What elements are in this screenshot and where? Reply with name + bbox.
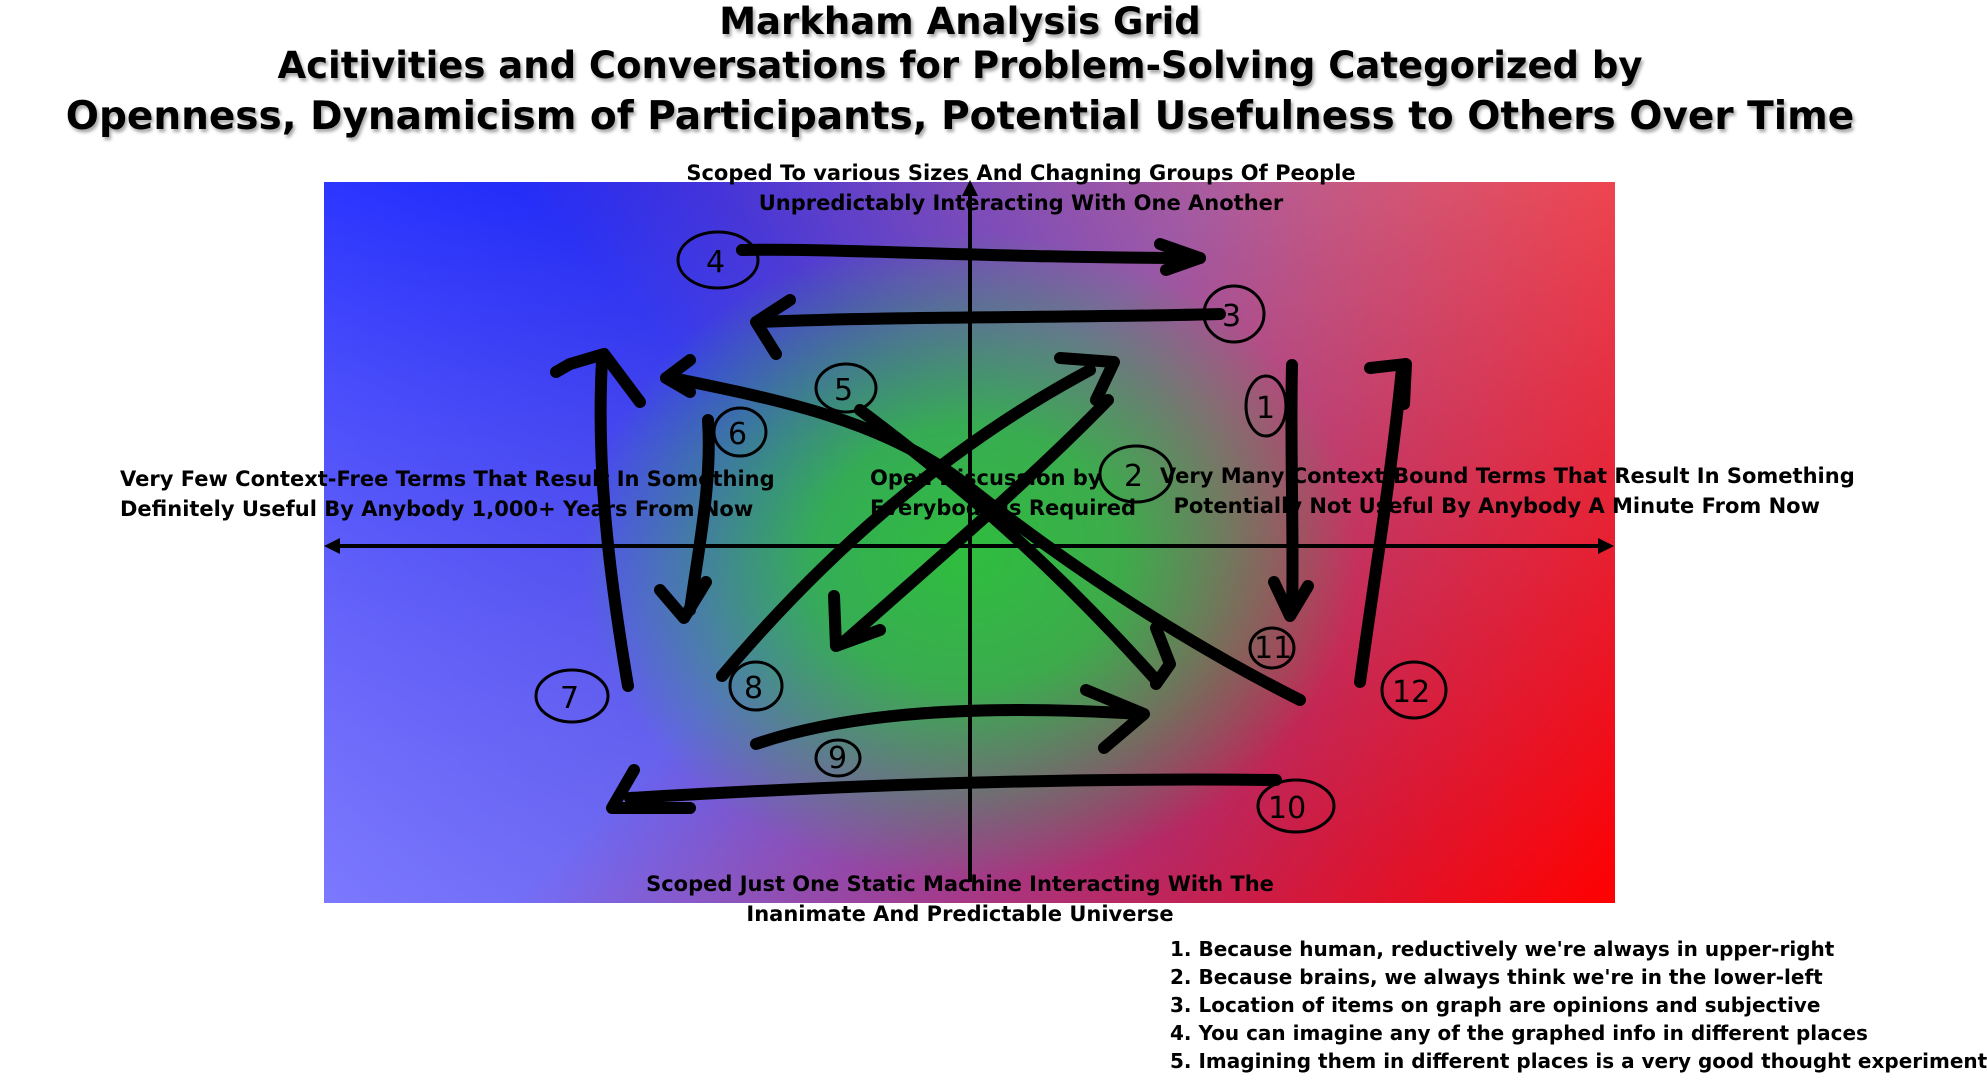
marker-6: 6	[712, 406, 768, 458]
top-axis-label: Scoped To various Sizes And Chagning Gro…	[686, 161, 1356, 215]
arrow-3	[754, 308, 1226, 328]
svg-text:7: 7	[560, 681, 579, 716]
arrow-5-head	[660, 354, 696, 398]
right-axis-label: Very Many Context-Bound Terms That Resul…	[1160, 464, 1855, 518]
note-item: 5. Imagining them in different places is…	[1170, 1049, 1987, 1073]
marker-12: 12	[1380, 660, 1448, 720]
arrow-4-head	[1154, 238, 1206, 276]
arrow-2-head	[828, 590, 886, 652]
arrow-4	[736, 243, 1206, 264]
arrow-10-head	[606, 764, 696, 814]
arrow-8	[716, 364, 1096, 682]
svg-text:9: 9	[828, 741, 847, 776]
marker-9: 9	[814, 738, 862, 778]
marker-7: 7	[534, 668, 610, 724]
arrow-6	[684, 414, 715, 616]
vertical-axis-top-arrowhead	[962, 180, 978, 196]
title-line-2: Acitivities and Conversations for Proble…	[277, 44, 1643, 87]
arrow-1	[1285, 359, 1299, 616]
svg-text:2: 2	[1124, 459, 1143, 494]
arrow-9	[750, 703, 1146, 750]
arrow-12	[1354, 362, 1408, 688]
svg-text:8: 8	[744, 671, 763, 706]
arrow-3-head	[750, 294, 796, 360]
note-item: 4. You can imagine any of the graphed in…	[1170, 1021, 1868, 1045]
svg-text:12: 12	[1392, 675, 1430, 710]
marker-4: 4	[676, 230, 760, 290]
arrow-2	[840, 394, 1114, 646]
note-item: 1. Because human, reductively we're alwa…	[1170, 937, 1835, 961]
title-line-3: Openness, Dynamicism of Participants, Po…	[65, 94, 1855, 139]
arrow-1-head	[1268, 576, 1314, 622]
arrow-10	[624, 773, 1282, 804]
marker-1: 1	[1244, 374, 1288, 438]
marker-11: 11	[1248, 626, 1296, 670]
horizontal-axis-left-arrowhead	[324, 538, 340, 554]
arrow-7	[594, 354, 634, 692]
svg-text:11: 11	[1254, 631, 1292, 666]
arrow-9-head	[1080, 684, 1150, 754]
horizontal-axis-right-arrowhead	[1598, 538, 1614, 554]
marker-2: 2	[1098, 444, 1174, 504]
bottom-axis-label: Scoped Just One Static Machine Interacti…	[646, 872, 1274, 926]
svg-text:4: 4	[706, 245, 725, 280]
notes-list: 1. Because human, reductively we're alwa…	[1170, 935, 1987, 1075]
center-label: Open Discussion by Everybody is Required	[870, 466, 1137, 520]
marker-3: 3	[1202, 284, 1266, 344]
marker-10: 10	[1256, 778, 1336, 834]
note-item: 3. Location of items on graph are opinio…	[1170, 993, 1821, 1017]
arrow-x	[854, 404, 1162, 686]
svg-text:3: 3	[1222, 299, 1241, 334]
title-line-1: Markham Analysis Grid	[719, 0, 1201, 43]
marker-5: 5	[814, 362, 878, 414]
arrow-x-head	[1150, 622, 1176, 690]
arrow-5	[666, 372, 1306, 706]
svg-text:5: 5	[834, 373, 853, 408]
note-item: 2. Because brains, we always think we're…	[1170, 965, 1823, 989]
left-axis-label: Very Few Context-Free Terms That Result …	[120, 467, 775, 521]
svg-text:10: 10	[1268, 791, 1306, 826]
marker-8: 8	[728, 660, 784, 712]
arrow-7-head	[550, 348, 646, 408]
svg-text:1: 1	[1256, 391, 1275, 426]
svg-text:6: 6	[728, 417, 747, 452]
arrow-8-head	[1054, 352, 1120, 406]
hand-drawn-diagram: 4 3 5 6 1 2 7 8 9 10 11 12	[324, 180, 1614, 882]
arrow-6-head	[654, 576, 712, 624]
arrow-12-head	[1364, 358, 1412, 410]
